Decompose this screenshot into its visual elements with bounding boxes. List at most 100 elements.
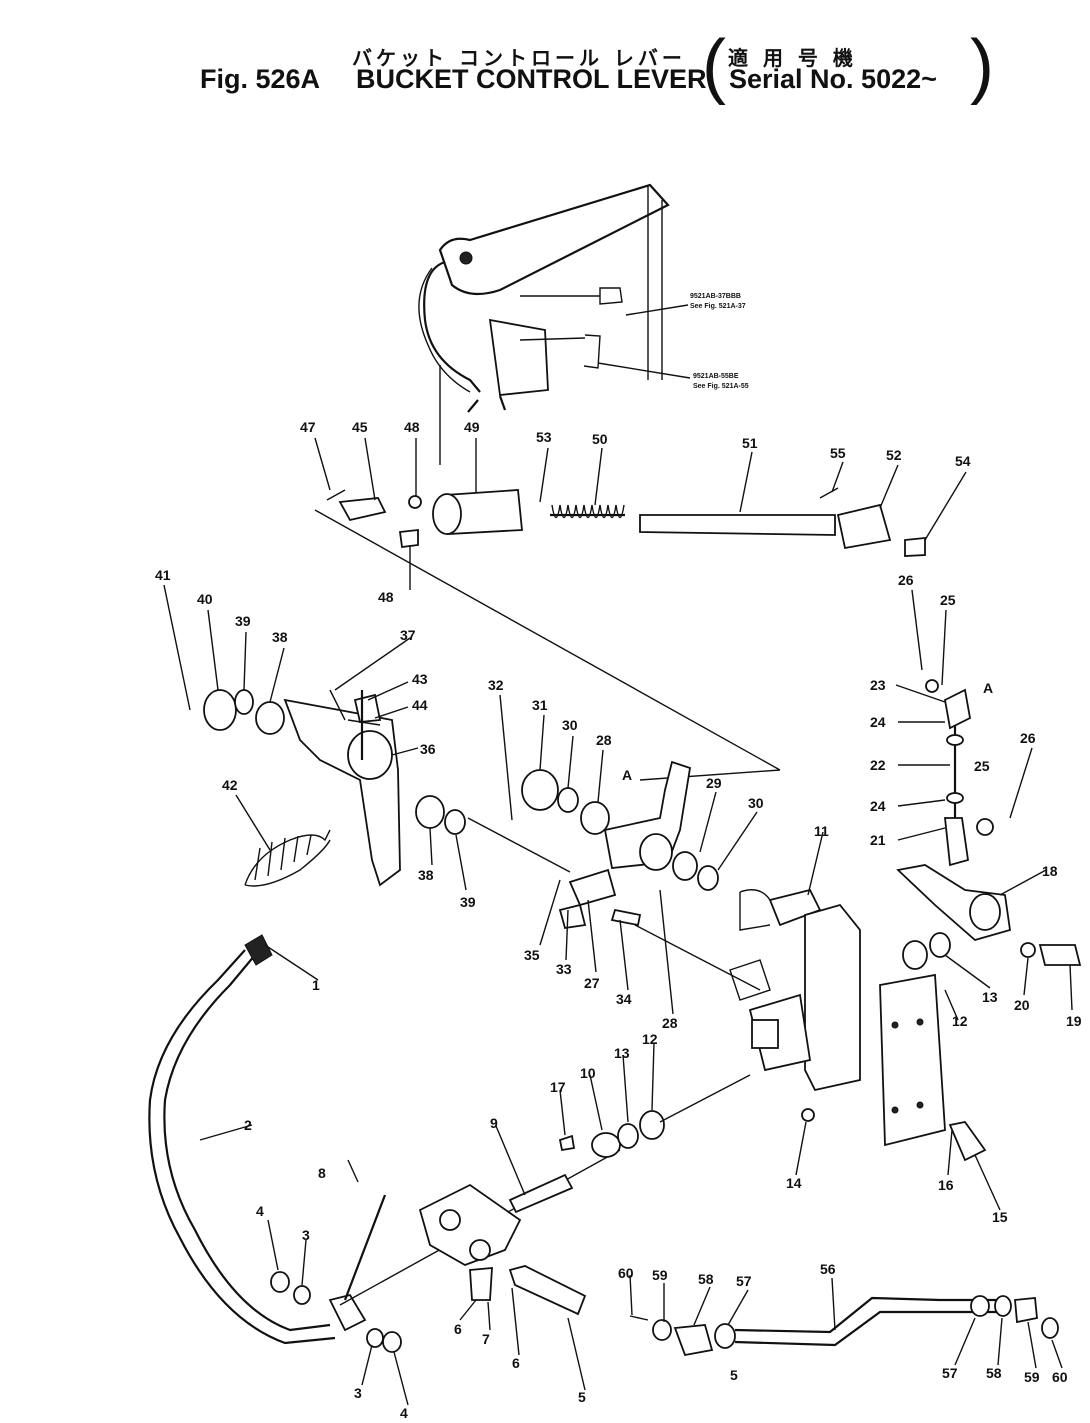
figure-number: Fig. 526A xyxy=(200,64,321,94)
callout-28-lower: 28 xyxy=(662,1015,678,1031)
callout-38-lower: 38 xyxy=(418,867,434,883)
reference-note-2-line2: See Fig. 521A-55 xyxy=(693,383,749,390)
callout-9: 9 xyxy=(490,1115,498,1131)
callout-11: 11 xyxy=(814,823,829,839)
callout-14: 14 xyxy=(786,1175,802,1191)
point-marker-a-middle: A xyxy=(622,767,632,783)
valve-housing xyxy=(729,864,1082,1162)
callout-13-right: 13 xyxy=(982,989,998,1005)
callout-40: 40 xyxy=(197,591,213,607)
callout-1: 1 xyxy=(312,977,320,993)
callout-24-upper: 24 xyxy=(870,714,886,730)
callout-29: 29 xyxy=(706,775,722,791)
serial-japanese: 適 用 号 機 xyxy=(728,46,857,70)
callout-39-lower: 39 xyxy=(460,894,476,910)
callout-32: 32 xyxy=(488,677,504,693)
control-lever xyxy=(148,934,751,1353)
callout-50: 50 xyxy=(592,431,608,447)
callout-47: 47 xyxy=(300,419,316,435)
callout-4-upper: 4 xyxy=(256,1203,264,1219)
callout-23: 23 xyxy=(870,677,886,693)
callout-41: 41 xyxy=(155,567,171,583)
callout-36: 36 xyxy=(420,741,436,757)
callout-13-left: 13 xyxy=(614,1045,630,1061)
figure-title: BUCKET CONTROL LEVER xyxy=(356,64,707,94)
callout-53: 53 xyxy=(536,429,552,445)
serial-number: Serial No. 5022~ xyxy=(729,64,937,94)
callout-5-left: 5 xyxy=(578,1389,586,1405)
callout-8-lower: 6 xyxy=(512,1355,520,1371)
callout-37: 37 xyxy=(400,627,416,643)
callout-44: 44 xyxy=(412,697,428,713)
callout-43: 43 xyxy=(412,671,428,687)
callout-3-upper: 3 xyxy=(302,1227,310,1243)
callout-21: 21 xyxy=(870,832,886,848)
open-paren: ( xyxy=(702,26,726,106)
lever-bracket-assembly xyxy=(203,689,571,887)
callout-58-left: 58 xyxy=(698,1271,714,1287)
callout-leaders xyxy=(163,437,1073,1406)
callout-42: 42 xyxy=(222,777,238,793)
callout-26-lower: 26 xyxy=(1020,730,1036,746)
reference-note-1-line1: 9521AB-37BBB xyxy=(690,293,741,300)
title-block: バケット コントロール レバー 適 用 号 機 ( ) Fig. 526A BU… xyxy=(0,0,1090,110)
callout-48-top: 48 xyxy=(404,419,420,435)
callout-18: 18 xyxy=(1042,863,1058,879)
callout-45: 45 xyxy=(352,419,368,435)
callout-25-top: 25 xyxy=(940,592,956,608)
callout-15: 15 xyxy=(992,1209,1008,1225)
upper-shaft-parts xyxy=(314,487,926,781)
callout-59-left: 59 xyxy=(652,1267,668,1283)
callout-8-upper: 8 xyxy=(318,1165,326,1181)
callout-34: 34 xyxy=(616,991,632,1007)
callout-30-right: 30 xyxy=(748,795,764,811)
callout-49: 49 xyxy=(464,419,480,435)
callout-35: 35 xyxy=(524,947,540,963)
callout-17: 17 xyxy=(550,1079,566,1095)
callout-30-left: 30 xyxy=(562,717,578,733)
callout-2: 2 xyxy=(244,1117,252,1133)
callout-19: 19 xyxy=(1066,1013,1082,1029)
callout-57-left: 57 xyxy=(736,1273,752,1289)
callout-57-right: 57 xyxy=(942,1365,958,1381)
rod-end-assembly xyxy=(925,679,994,867)
callout-52: 52 xyxy=(886,447,902,463)
callout-28-upper: 28 xyxy=(596,732,612,748)
callout-16: 16 xyxy=(938,1177,954,1193)
callout-56: 56 xyxy=(820,1261,836,1277)
callout-4-lower: 4 xyxy=(400,1405,408,1421)
callout-3-lower: 3 xyxy=(354,1385,362,1401)
callout-33: 33 xyxy=(556,961,572,977)
point-marker-a-right: A xyxy=(983,680,993,696)
callout-26-top: 26 xyxy=(898,572,914,588)
callout-12-right: 12 xyxy=(952,1013,968,1029)
title-japanese: バケット コントロール レバー xyxy=(352,46,686,70)
callout-60-left: 60 xyxy=(618,1265,634,1281)
callout-55: 55 xyxy=(830,445,846,461)
callout-59-right: 59 xyxy=(1024,1369,1040,1385)
close-paren: ) xyxy=(970,26,994,106)
shaft-arm-assembly xyxy=(521,760,761,991)
callout-24-lower: 24 xyxy=(870,798,886,814)
callout-48-bottom: 48 xyxy=(378,589,394,605)
callout-31: 31 xyxy=(532,697,548,713)
callout-5-right: 5 xyxy=(730,1367,738,1383)
callout-60-right: 60 xyxy=(1052,1369,1068,1385)
callout-25-lower: 25 xyxy=(974,758,990,774)
upper-housing-drawing xyxy=(418,183,670,465)
callout-54: 54 xyxy=(955,453,971,469)
callout-12-left: 12 xyxy=(642,1031,658,1047)
callout-38-left: 38 xyxy=(272,629,288,645)
callout-10: 10 xyxy=(580,1065,596,1081)
callout-39-left: 39 xyxy=(235,613,251,629)
callout-7: 7 xyxy=(482,1331,490,1347)
callout-20: 20 xyxy=(1014,997,1030,1013)
callout-numbers: 47 45 48 49 53 50 51 55 52 54 48 26 25 2… xyxy=(155,419,1082,1421)
callout-27: 27 xyxy=(584,975,600,991)
callout-6-left: 6 xyxy=(454,1321,462,1337)
reference-note-1-line2: See Fig. 521A-37 xyxy=(690,303,746,310)
callout-51: 51 xyxy=(742,435,758,451)
callout-58-right: 58 xyxy=(986,1365,1002,1381)
